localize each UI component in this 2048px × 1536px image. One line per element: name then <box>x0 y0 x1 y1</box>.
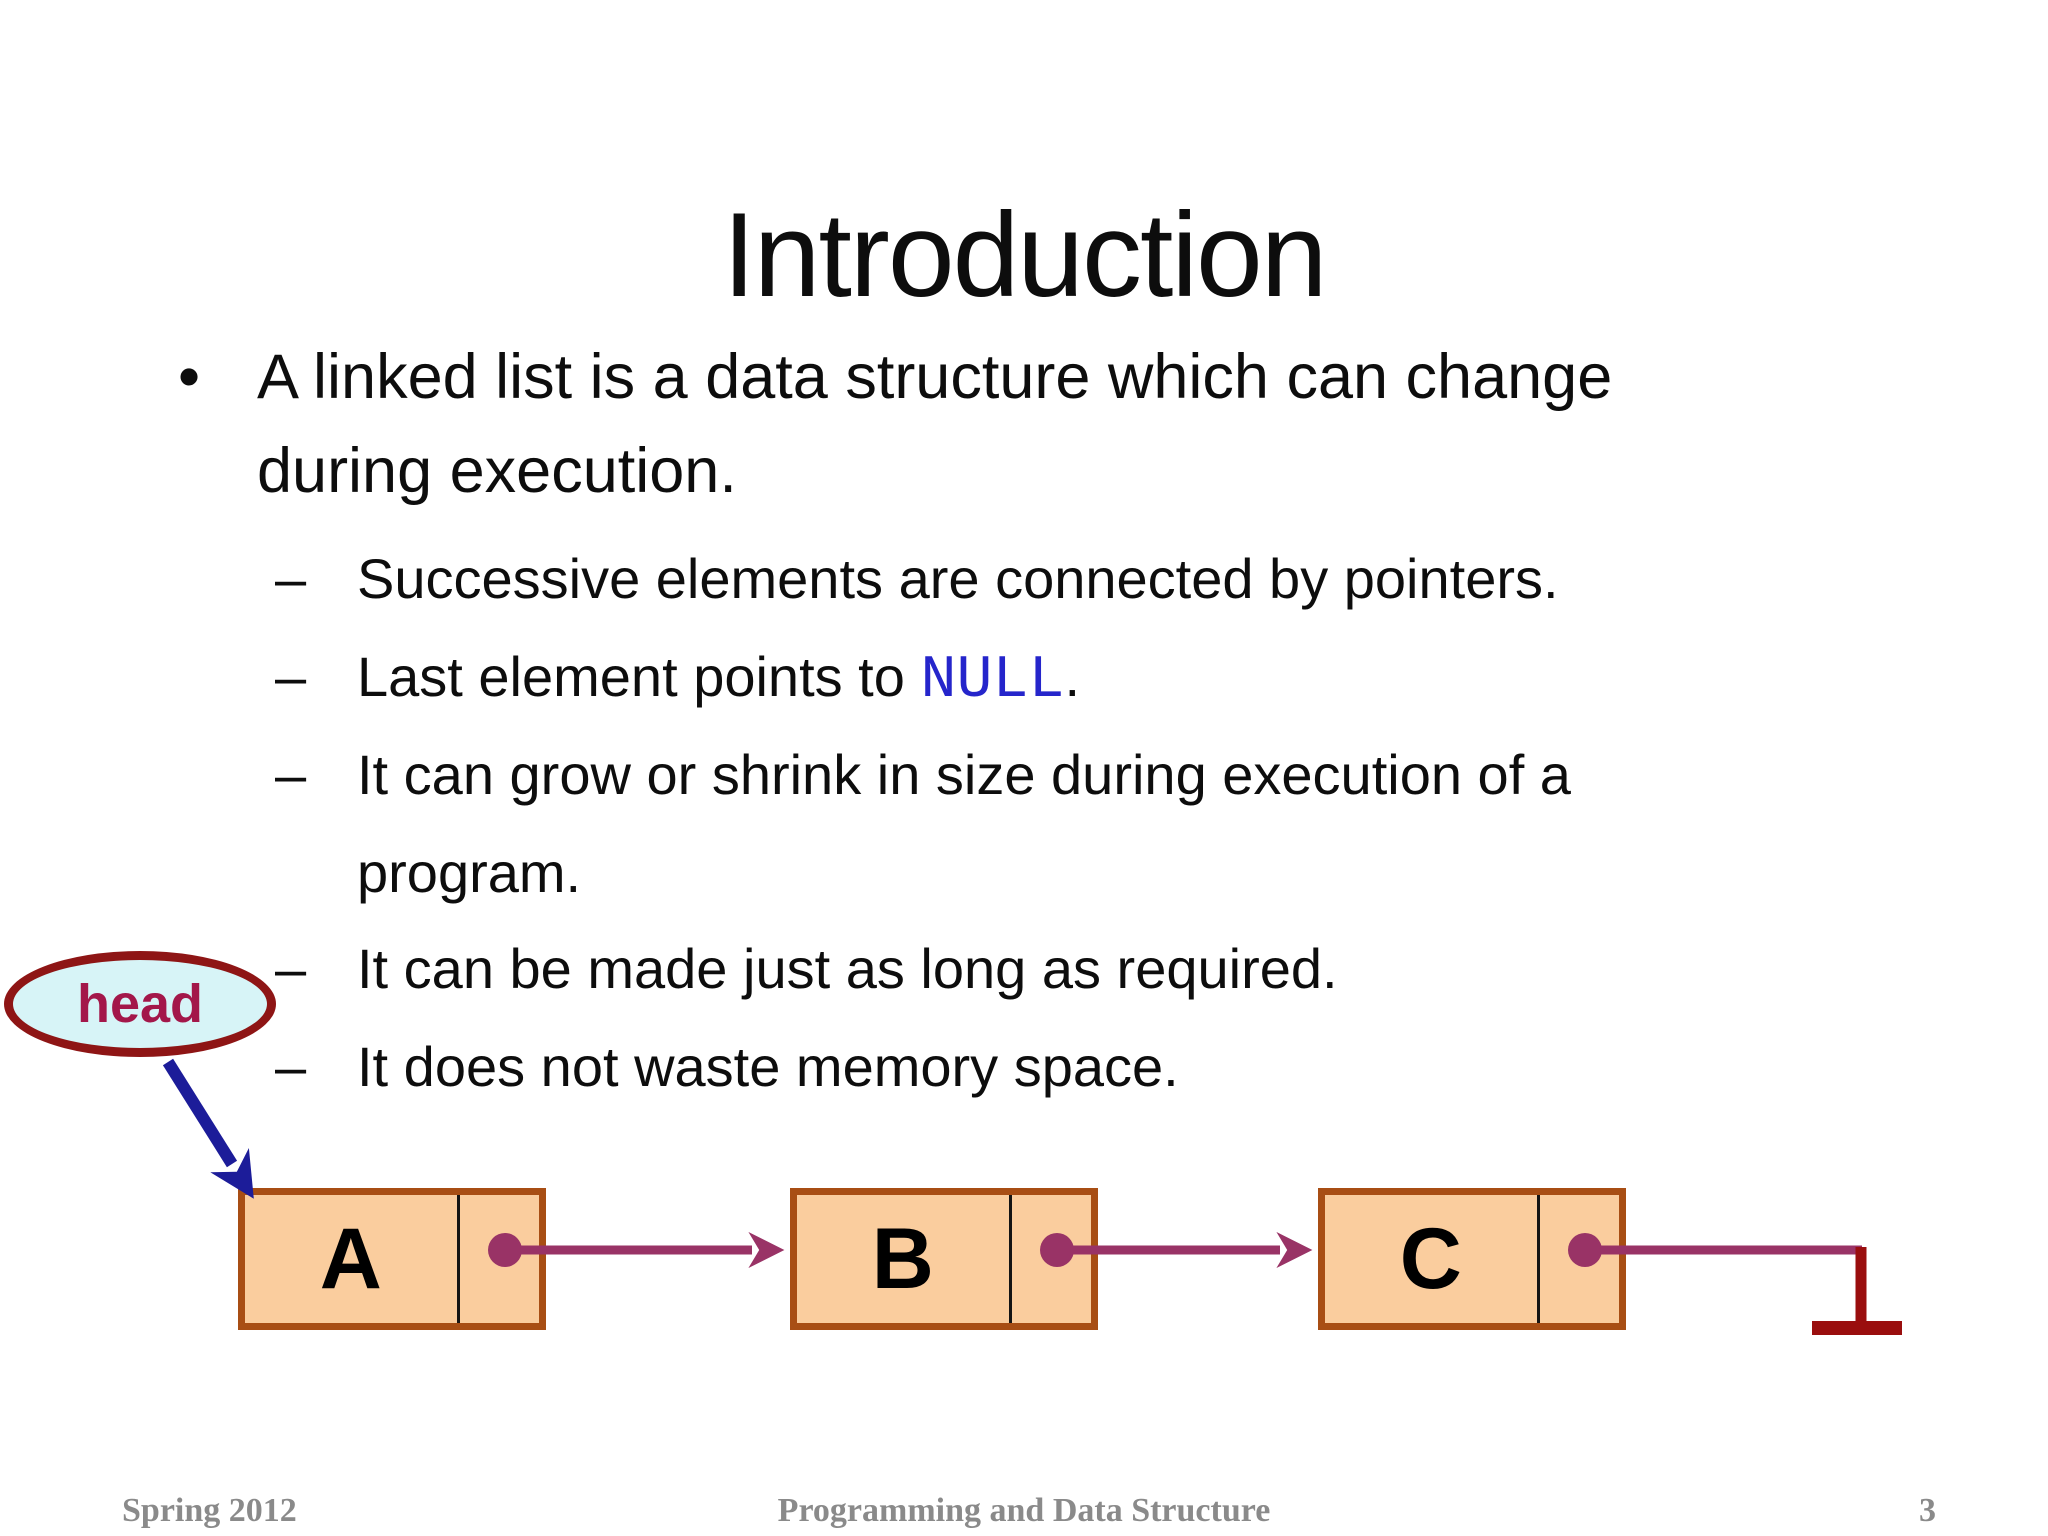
head-arrow-icon <box>162 1058 254 1199</box>
bullet-marker: • <box>178 342 201 412</box>
dash-marker: – <box>275 937 307 1000</box>
node-divider <box>1536 1195 1540 1323</box>
bullet-text: A linked list is a data structure which … <box>257 330 1612 518</box>
node-pointer-cell <box>1009 1195 1091 1323</box>
sub-bullet-line: It can be made just as long as required. <box>357 937 1338 1000</box>
footer-left: Spring 2012 <box>122 1492 297 1529</box>
footer-page-number: 3 <box>1919 1492 1936 1529</box>
sub-bullet-text: It does not waste memory space. <box>357 1018 1179 1116</box>
dash-marker: – <box>275 547 307 610</box>
sub-bullet-line: It can grow or shrink in size during exe… <box>357 743 1571 806</box>
node-divider <box>1008 1195 1012 1323</box>
node-data-cell: C <box>1399 1210 1462 1307</box>
node-pointer-cell <box>1537 1195 1619 1323</box>
footer-center: Programming and Data Structure <box>777 1492 1271 1529</box>
sub-bullet-1: – Successive elements are connected by p… <box>275 530 1835 628</box>
sub-bullet-line: Successive elements are connected by poi… <box>357 547 1559 610</box>
node-c: C <box>1318 1188 1626 1330</box>
node-divider <box>456 1195 460 1323</box>
bullet-line: during execution. <box>257 436 737 506</box>
head-label: head <box>76 974 204 1034</box>
sub-bullet-line: It does not waste memory space. <box>357 1035 1179 1098</box>
sub-bullet-line: Last element points to <box>357 645 921 708</box>
sub-bullet-4: – It can be made just as long as require… <box>275 920 1835 1018</box>
sub-bullet-2: – Last element points to NULL. <box>275 628 1835 730</box>
sub-bullet-3: – It can grow or shrink in size during e… <box>275 726 1835 922</box>
node-a: A <box>238 1188 546 1330</box>
head-pointer-oval: head <box>4 951 276 1057</box>
node-data-cell: B <box>871 1210 934 1307</box>
node-b: B <box>790 1188 1098 1330</box>
sub-bullet-5: – It does not waste memory space. <box>275 1018 1835 1116</box>
node-data-cell: A <box>319 1210 382 1307</box>
sub-bullet-text: Last element points to NULL. <box>357 628 1080 730</box>
sub-bullet-text: Successive elements are connected by poi… <box>357 530 1559 628</box>
node-pointer-cell <box>457 1195 539 1323</box>
dash-marker: – <box>275 645 307 708</box>
sub-bullet-line: . <box>1064 645 1081 708</box>
bullet-line: A linked list is a data structure which … <box>257 342 1613 412</box>
sub-bullet-text: It can be made just as long as required. <box>357 920 1338 1018</box>
sub-bullet-text: It can grow or shrink in size during exe… <box>357 726 1571 922</box>
dash-marker: – <box>275 743 307 806</box>
null-keyword: NULL <box>920 647 1065 715</box>
sub-bullet-line: program. <box>357 841 582 904</box>
slide-title: Introduction <box>722 188 1327 323</box>
bullet-item-1: • A linked list is a data structure whic… <box>178 330 1878 518</box>
dash-marker: – <box>275 1035 307 1098</box>
